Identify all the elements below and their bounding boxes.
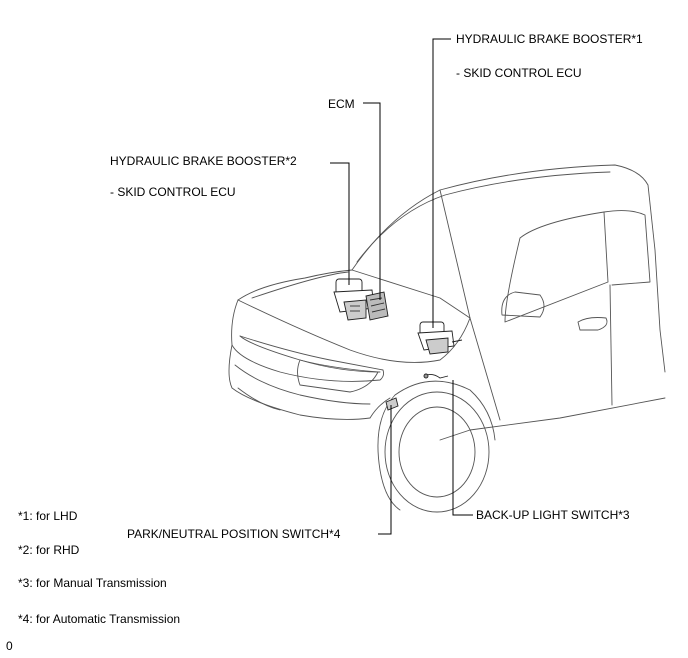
- footnote-lhd: *1: for LHD: [18, 509, 78, 523]
- hydraulic-brake-booster-2-label: HYDRAULIC BRAKE BOOSTER*2: [110, 154, 297, 168]
- park-neutral-position-switch-icon: [385, 397, 399, 411]
- ecm-label: ECM: [328, 97, 355, 111]
- leader-lines: [330, 38, 473, 535]
- footnote-rhd: *2: for RHD: [18, 543, 80, 557]
- figure-id: 0: [6, 639, 13, 653]
- leader-pnp: [378, 405, 392, 535]
- hydraulic-brake-booster-1-label: HYDRAULIC BRAKE BOOSTER*1: [456, 32, 643, 46]
- leader-hbb2: [330, 162, 350, 285]
- leader-hbb1: [432, 38, 451, 328]
- hydraulic-brake-booster-rhd-icon: [333, 278, 375, 321]
- hydraulic-brake-booster-2-sublabel: - SKID CONTROL ECU: [110, 185, 236, 199]
- park-neutral-position-switch-label: PARK/NEUTRAL POSITION SWITCH*4: [127, 527, 341, 541]
- leader-ecm: [363, 102, 381, 300]
- back-up-light-switch-label: BACK-UP LIGHT SWITCH*3: [476, 508, 630, 522]
- footnote-automatic-transmission: *4: for Automatic Transmission: [18, 612, 181, 626]
- back-up-light-switch-icon: [423, 373, 449, 379]
- hydraulic-brake-booster-1-sublabel: - SKID CONTROL ECU: [456, 66, 582, 80]
- hydraulic-brake-booster-lhd-icon: [417, 321, 463, 355]
- leader-backup: [452, 380, 473, 516]
- vehicle-outline: [228, 164, 666, 513]
- ecm-icon: [365, 291, 389, 321]
- footnote-manual-transmission: *3: for Manual Transmission: [18, 576, 167, 590]
